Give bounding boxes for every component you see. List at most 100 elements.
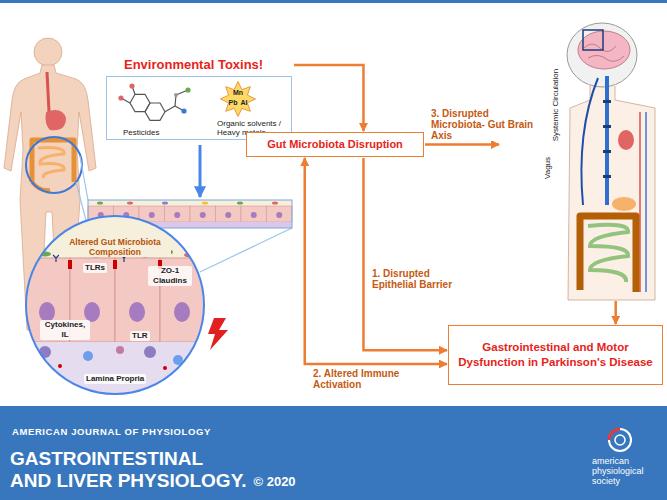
flow-arrow bbox=[363, 158, 447, 350]
drawing-part bbox=[216, 206, 242, 222]
drawing-part bbox=[129, 302, 145, 322]
heading: Environmental Toxins! bbox=[106, 56, 292, 73]
journal-title: GASTROINTESTINAL AND LIVER PHYSIOLOGY. bbox=[10, 448, 272, 492]
drawing-part bbox=[68, 260, 72, 269]
drawing-part bbox=[225, 212, 231, 218]
drawing-part bbox=[113, 260, 117, 269]
drawing-part bbox=[32, 140, 74, 182]
edge-label: 3. Disrupted Microbiota- Gut Brain Axis bbox=[430, 108, 544, 141]
drawing-part bbox=[190, 206, 216, 222]
flow-arrow bbox=[294, 65, 363, 131]
box-label: Gut Microbiota Disruption bbox=[253, 138, 417, 151]
drawing-part bbox=[267, 206, 293, 222]
element-symbol: Mn bbox=[233, 89, 243, 97]
box-label: Gastrointestinal and Motor Dysfunction i… bbox=[455, 340, 656, 370]
drawing-part bbox=[39, 346, 51, 358]
toxin-label: Pesticides bbox=[123, 128, 159, 137]
drawing-part bbox=[25, 215, 205, 260]
drawing-part bbox=[174, 212, 180, 218]
drawing-part bbox=[88, 200, 292, 206]
drawing-part bbox=[612, 197, 636, 211]
drawing-part bbox=[584, 44, 624, 61]
top-rule bbox=[0, 0, 667, 3]
drawing-part bbox=[38, 148, 64, 178]
flow-arrow bbox=[425, 143, 499, 146]
drawing-part bbox=[645, 112, 647, 292]
metal-burst bbox=[221, 82, 256, 117]
zoom-circle bbox=[26, 137, 82, 193]
body-region: Vagus Systemic Circulation bbox=[500, 22, 664, 300]
flow-arrow bbox=[614, 301, 617, 324]
drawing-part bbox=[34, 38, 62, 66]
drawing-part bbox=[185, 87, 190, 92]
pesticide-molecule bbox=[118, 83, 190, 120]
circle-title: Altered Gut Microbiota Composition bbox=[59, 237, 171, 257]
structure-label: Lamina Propria bbox=[84, 374, 146, 384]
structure-label: TLRs bbox=[83, 263, 107, 273]
society-logo bbox=[609, 429, 631, 451]
flow-arrow bbox=[305, 158, 447, 364]
drawing-part bbox=[25, 342, 205, 397]
drawing-part bbox=[567, 23, 637, 87]
organ-label: Systemic Circulation bbox=[551, 69, 561, 141]
drawing-part bbox=[241, 206, 267, 222]
drawing-part bbox=[127, 202, 133, 205]
lightning-bolt bbox=[208, 318, 228, 350]
toxin-panel: Environmental Toxins!PesticidesOrganic s… bbox=[106, 56, 292, 140]
drawing-part bbox=[615, 435, 625, 445]
drawing-part bbox=[47, 72, 49, 112]
drawing-part bbox=[251, 212, 257, 218]
exposure-arrow bbox=[199, 145, 202, 197]
drawing-part bbox=[603, 175, 611, 178]
copyright-year: © 2020 bbox=[253, 474, 295, 490]
drawing-part bbox=[116, 346, 124, 354]
drawing-part bbox=[609, 429, 631, 451]
drawing-part bbox=[237, 202, 243, 205]
drawing-part bbox=[39, 302, 55, 322]
drawing-part bbox=[129, 83, 134, 88]
line-spacer bbox=[242, 448, 272, 470]
drawing-part bbox=[83, 351, 93, 361]
structure-label: ZO-1 Claudins bbox=[148, 266, 192, 286]
drawing-part bbox=[174, 93, 178, 97]
element-symbol: Al bbox=[241, 99, 248, 107]
drawing-part bbox=[46, 110, 67, 130]
edge-label: 1. Disrupted Epithelial Barrier bbox=[371, 268, 471, 290]
outcome-box: Gastrointestinal and Motor Dysfunction i… bbox=[448, 325, 663, 385]
drawing-part bbox=[583, 30, 603, 50]
zoom-lines bbox=[30, 156, 292, 280]
drawing-part bbox=[603, 125, 611, 128]
drawing-part bbox=[58, 364, 62, 368]
organ-label: Vagus bbox=[543, 157, 553, 179]
drawing-part bbox=[145, 103, 165, 120]
journal-name: AMERICAN JOURNAL OF PHYSIOLOGY bbox=[12, 426, 211, 437]
drawing-part bbox=[165, 206, 191, 222]
drawing-part bbox=[568, 86, 655, 300]
drawing-part bbox=[580, 216, 636, 292]
society-name: american physiological society bbox=[592, 456, 654, 486]
drawing-part bbox=[181, 108, 186, 113]
journal-banner bbox=[0, 406, 667, 500]
drawing-part bbox=[272, 202, 278, 205]
mucosa-section bbox=[25, 215, 205, 397]
circle-outline bbox=[26, 216, 204, 394]
process-box: Gut Microbiota Disruption bbox=[246, 132, 424, 157]
structure-label: Cytokines, IL bbox=[40, 320, 90, 340]
drawing-part bbox=[174, 302, 190, 322]
drawing-part bbox=[605, 76, 609, 205]
drawing-part bbox=[118, 95, 123, 100]
drawing-part bbox=[97, 202, 103, 205]
drawing-part bbox=[163, 366, 167, 370]
drawing-part bbox=[581, 78, 598, 205]
drawing-part bbox=[162, 202, 168, 205]
drawing-part bbox=[618, 130, 634, 150]
drawing-part bbox=[165, 106, 175, 112]
edge-label: 2. Altered Immune Activation bbox=[312, 368, 446, 390]
element-symbol: Pb bbox=[229, 99, 238, 107]
drawing-part bbox=[200, 212, 206, 218]
drawing-part bbox=[603, 150, 611, 153]
drawing-part bbox=[80, 156, 88, 200]
zoom-circle: Altered Gut Microbiota Composition bbox=[25, 215, 205, 395]
